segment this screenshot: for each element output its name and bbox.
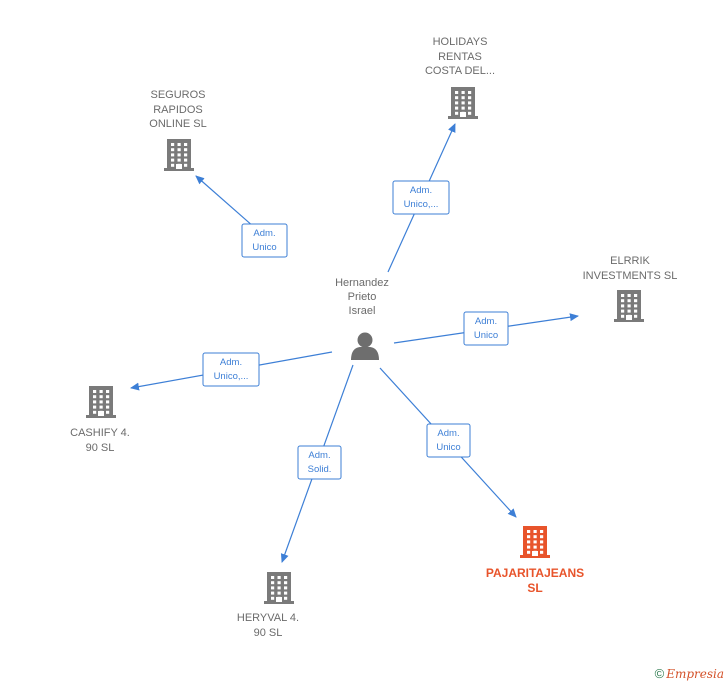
brand-logo: Empresia xyxy=(666,667,724,681)
edge-label-heryval[interactable]: Adm. Solid. xyxy=(297,445,342,480)
edge-label-pajarita[interactable]: Adm. Unico xyxy=(426,423,471,458)
edge-label-text: Unico,... xyxy=(404,199,439,210)
edge-label-cashify[interactable]: Adm. Unico,... xyxy=(202,352,260,387)
edge-label-box[interactable] xyxy=(202,352,260,387)
edge-label-box[interactable] xyxy=(392,180,450,215)
building-icon[interactable] xyxy=(520,525,550,564)
edge-label-elrrik[interactable]: Adm. Unico xyxy=(463,311,509,346)
footer-brand: ©Empresia xyxy=(655,666,724,681)
building-icon[interactable] xyxy=(86,385,116,424)
building-icon[interactable] xyxy=(448,86,478,125)
edge-label-box[interactable] xyxy=(463,311,509,346)
edge-label-text: Solid. xyxy=(308,464,332,475)
person-icon[interactable] xyxy=(349,331,381,366)
company-label-pajarita[interactable]: PAJARITAJEANS SL xyxy=(485,566,585,595)
edge-label-text: Unico xyxy=(252,242,276,253)
company-label-cashify[interactable]: CASHIFY 4. 90 SL xyxy=(70,427,130,454)
edge-label-text: Adm. xyxy=(253,228,275,239)
company-label-elrrik[interactable]: ELRRIK INVESTMENTS SL xyxy=(582,255,678,282)
edge-label-box[interactable] xyxy=(297,445,342,480)
edge-label-text: Unico,... xyxy=(214,371,249,382)
building-icon[interactable] xyxy=(164,138,194,177)
edge-label-text: Unico xyxy=(474,330,498,341)
edge-label-text: Adm. xyxy=(220,357,242,368)
copyright-icon: © xyxy=(654,666,665,681)
edge-label-text: Adm. xyxy=(437,428,459,439)
building-icon[interactable] xyxy=(264,571,294,610)
edge-label-text: Unico xyxy=(436,442,460,453)
company-label-seguros[interactable]: SEGUROS RAPIDOS ONLINE SL xyxy=(149,89,207,130)
company-label-heryval[interactable]: HERYVAL 4. 90 SL xyxy=(236,612,300,639)
person-name-label[interactable]: Hernandez Prieto Israel xyxy=(335,277,389,317)
edge-label-holidays[interactable]: Adm. Unico,... xyxy=(392,180,450,215)
edge-label-text: Adm. xyxy=(475,316,497,327)
edge-label-box[interactable] xyxy=(241,223,288,258)
edge-label-seguros[interactable]: Adm. Unico xyxy=(241,223,288,258)
company-label-holidays[interactable]: HOLIDAYS RENTAS COSTA DEL... xyxy=(424,36,496,77)
edge-label-text: Adm. xyxy=(410,185,432,196)
edge-label-text: Adm. xyxy=(308,450,330,461)
building-icon[interactable] xyxy=(614,289,644,328)
edge-label-box[interactable] xyxy=(426,423,471,458)
